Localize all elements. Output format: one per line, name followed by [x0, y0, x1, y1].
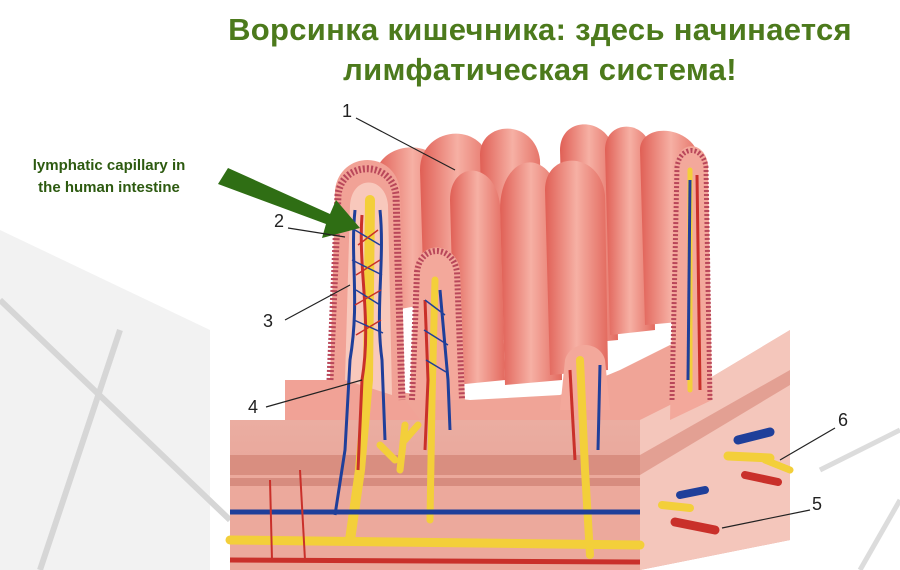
capillary-network [351, 229, 449, 373]
label-1: 1 [342, 101, 353, 121]
label-leader-lines [265, 117, 836, 529]
caption: lymphatic capillary in the human intesti… [4, 155, 214, 199]
pointer-arrow [218, 168, 360, 238]
page-title-line-2: лимфатическая система! [343, 52, 737, 87]
lymph-vessels [225, 167, 693, 559]
label-6: 6 [838, 410, 849, 430]
label-3: 3 [263, 311, 274, 331]
page-title-line-1: Ворсинка кишечника: здесь начинается [228, 12, 852, 47]
villi-front [450, 160, 608, 385]
cut-villus-left [285, 160, 420, 420]
cut-villus-middle [409, 247, 465, 401]
cut-vessel-ends [658, 427, 794, 535]
caption-line-2: the human intestine [38, 179, 180, 196]
label-4: 4 [248, 397, 259, 417]
label-2: 2 [274, 211, 285, 231]
label-5: 5 [812, 494, 823, 514]
veins [230, 179, 692, 516]
caption-line-1: lymphatic capillary in [32, 157, 186, 174]
arteries [229, 174, 702, 565]
